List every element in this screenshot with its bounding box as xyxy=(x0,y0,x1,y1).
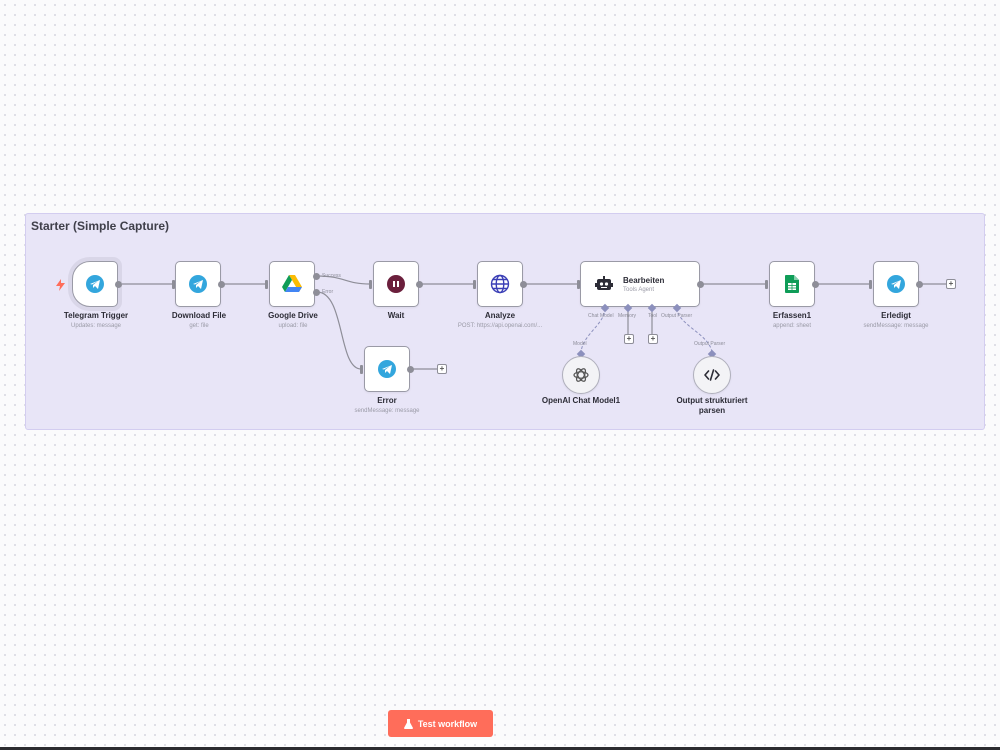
input-port[interactable] xyxy=(172,280,175,289)
input-port[interactable] xyxy=(369,280,372,289)
input-port[interactable] xyxy=(869,280,872,289)
openai-icon xyxy=(573,368,589,382)
node-label: Download File xyxy=(171,311,227,320)
telegram-icon xyxy=(189,275,207,293)
node-label: Wait xyxy=(387,311,405,320)
wait-node[interactable] xyxy=(373,261,419,307)
pause-icon xyxy=(387,275,405,293)
telegram-icon xyxy=(887,275,905,293)
bottom-border xyxy=(0,747,1000,750)
success-output-port[interactable] xyxy=(313,273,320,280)
connection-drive-wait xyxy=(316,275,371,285)
output-port[interactable] xyxy=(697,281,704,288)
add-node-button[interactable]: + xyxy=(437,364,447,374)
agent-subtitle: Tools Agent xyxy=(623,286,655,293)
node-subtitle: upload: file xyxy=(278,323,308,329)
output-port[interactable] xyxy=(407,366,414,373)
error-node[interactable] xyxy=(364,346,410,392)
input-port[interactable] xyxy=(765,280,768,289)
input-port[interactable] xyxy=(473,280,476,289)
connection-model-dashed xyxy=(580,307,606,355)
lightning-icon xyxy=(56,278,65,296)
node-subtitle: append: sheet xyxy=(772,323,812,329)
google-sheets-icon xyxy=(785,275,799,293)
output-parser-node[interactable] xyxy=(693,356,731,394)
node-subtitle: sendMessage: message xyxy=(863,323,929,329)
tool-port-label: Tool xyxy=(648,313,658,319)
output-port[interactable] xyxy=(218,281,225,288)
add-node-button[interactable]: + xyxy=(946,279,956,289)
error-output-port[interactable] xyxy=(313,289,320,296)
input-port[interactable] xyxy=(265,280,268,289)
output-parser-input-label: Output Parser xyxy=(694,341,726,347)
output-port[interactable] xyxy=(916,281,923,288)
telegram-trigger-node[interactable] xyxy=(72,261,118,307)
sticky-group[interactable] xyxy=(25,213,985,430)
output-port[interactable] xyxy=(812,281,819,288)
input-port[interactable] xyxy=(360,365,363,374)
node-label: Erledigt xyxy=(881,311,911,320)
node-subtitle: POST: https://api.openai.com/... xyxy=(457,323,543,329)
success-port-label: Success xyxy=(322,273,341,279)
node-subtitle: Updates: message xyxy=(70,323,122,329)
error-port-label: Error xyxy=(322,289,334,295)
google-drive-node[interactable] xyxy=(269,261,315,307)
output-port[interactable] xyxy=(416,281,423,288)
erledigt-node[interactable] xyxy=(873,261,919,307)
connection-drive-error xyxy=(316,291,362,370)
node-subtitle: sendMessage: message xyxy=(354,408,420,414)
output-parser-port-label: Output Parser xyxy=(661,313,693,319)
input-port[interactable] xyxy=(577,280,580,289)
memory-port-label: Memory xyxy=(618,313,637,319)
erfassen1-node[interactable] xyxy=(769,261,815,307)
add-memory-button[interactable]: + xyxy=(624,334,634,344)
node-label: Telegram Trigger xyxy=(63,311,129,320)
agent-title: Bearbeiten xyxy=(623,275,665,285)
node-label: Analyze xyxy=(484,311,516,320)
node-label-line2: parsen xyxy=(698,406,726,415)
group-title: Starter (Simple Capture) xyxy=(31,219,170,233)
model-port-label: Model xyxy=(573,341,587,347)
code-icon xyxy=(704,369,720,381)
node-label: Erfassen1 xyxy=(772,311,812,320)
analyze-node[interactable] xyxy=(477,261,523,307)
node-label: Google Drive xyxy=(268,311,318,320)
openai-chat-model-node[interactable] xyxy=(562,356,600,394)
test-workflow-label: Test workflow xyxy=(417,718,478,729)
node-subtitle: get: file xyxy=(189,323,209,329)
globe-icon xyxy=(490,274,510,294)
add-tool-button[interactable]: + xyxy=(648,334,658,344)
node-label: Error xyxy=(377,396,397,405)
node-label-line1: Output strukturiert xyxy=(676,396,748,405)
google-drive-icon xyxy=(282,275,302,292)
bearbeiten-agent-node[interactable]: Bearbeiten Tools Agent xyxy=(580,261,700,307)
telegram-icon xyxy=(378,360,396,378)
telegram-icon xyxy=(86,275,104,293)
output-port[interactable] xyxy=(520,281,527,288)
flask-icon xyxy=(403,718,413,729)
test-workflow-button[interactable]: Test workflow xyxy=(388,710,493,737)
chat-model-port-label: Chat Model xyxy=(588,313,614,319)
download-file-node[interactable] xyxy=(175,261,221,307)
robot-icon xyxy=(595,276,613,290)
node-label: OpenAI Chat Model1 xyxy=(541,396,621,405)
output-port[interactable] xyxy=(115,281,122,288)
